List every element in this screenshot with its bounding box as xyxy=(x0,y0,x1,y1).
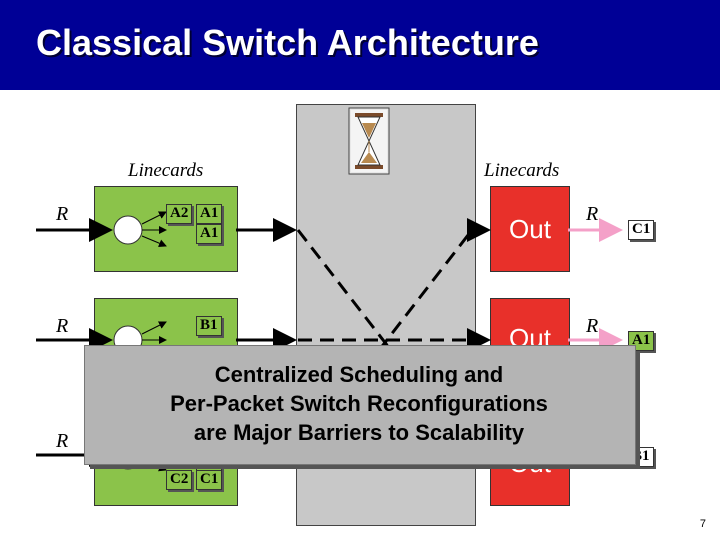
queue-circle-1 xyxy=(113,215,143,245)
output-rate-label-1: R xyxy=(586,203,599,225)
queue-cell: A1 xyxy=(196,204,223,224)
input-rate-label-3: R xyxy=(56,430,69,452)
title-bar xyxy=(0,0,720,90)
queue-cell: A2 xyxy=(166,204,193,224)
page-title: Classical Switch Architecture xyxy=(36,22,539,63)
queue-cell: C2 xyxy=(166,470,193,490)
page-number: 7 xyxy=(699,518,706,530)
callout-line-1: Centralized Scheduling and xyxy=(214,362,504,387)
output-cell-1: C1 xyxy=(628,220,655,240)
callout-text: Centralized Scheduling and Per-Packet Sw… xyxy=(84,360,634,447)
linecards-right-label: Linecards xyxy=(484,160,560,181)
linecards-left-label: Linecards xyxy=(128,160,204,181)
callout-line-2: Per-Packet Switch Reconfigurations xyxy=(170,391,548,416)
output-card-1: Out xyxy=(490,186,570,272)
queue-cell: C1 xyxy=(196,470,223,490)
input-rate-label-2: R xyxy=(56,315,69,337)
queue-cell: B1 xyxy=(196,316,222,336)
page-title-shadow: Classical Switch Architecture xyxy=(38,24,541,65)
callout-line-3: are Major Barriers to Scalability xyxy=(193,420,525,445)
callout-box xyxy=(84,345,636,465)
input-rate-label-1: R xyxy=(56,203,69,225)
queue-cell: A1 xyxy=(196,224,223,244)
output-rate-label-2: R xyxy=(586,315,599,337)
